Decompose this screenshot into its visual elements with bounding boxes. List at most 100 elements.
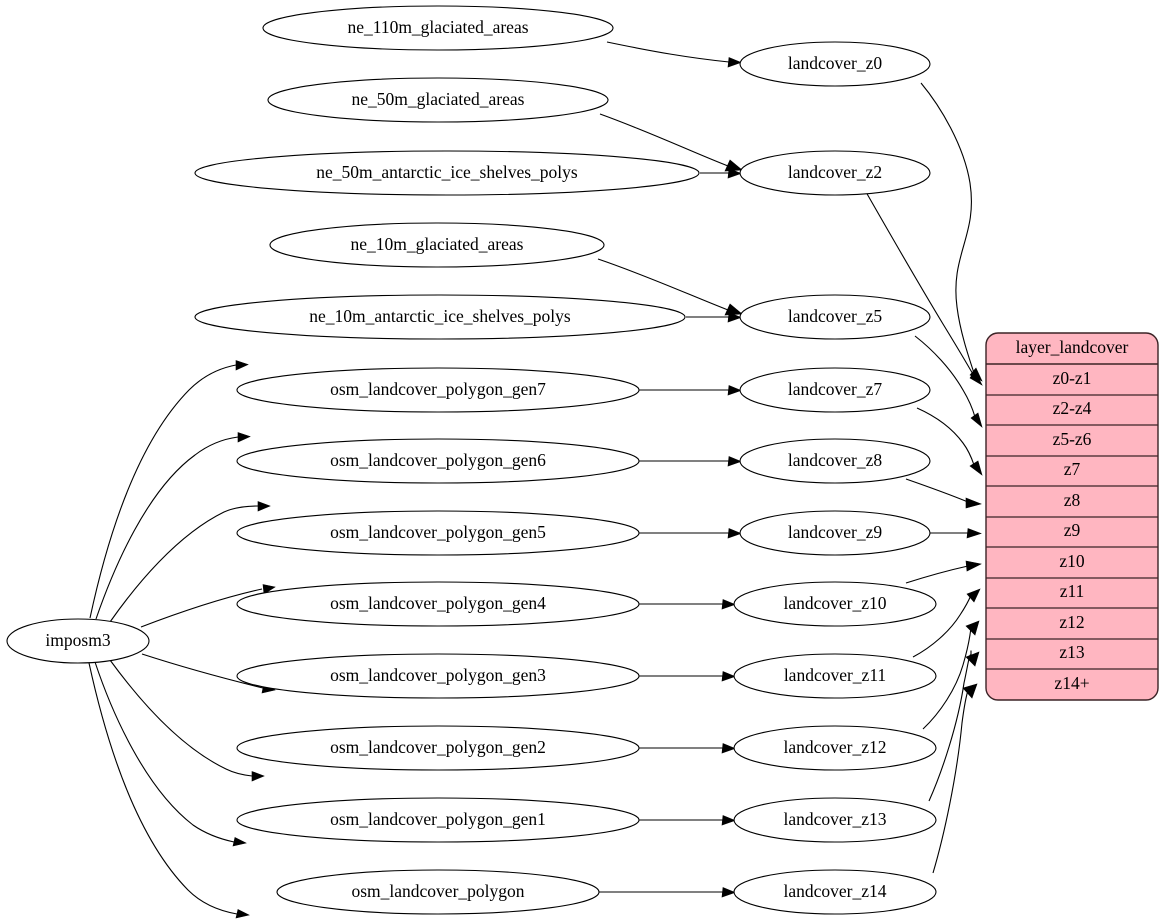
node-label-osm_landcover_polygon_gen5: osm_landcover_polygon_gen5: [330, 522, 546, 542]
node-landcover_z13[interactable]: landcover_z13: [733, 797, 937, 843]
table-row-z5-z6[interactable]: z5-z6: [986, 429, 1158, 457]
node-label-osm_landcover_polygon_gen2: osm_landcover_polygon_gen2: [330, 737, 546, 757]
edge-z0-to-row-z0z1: [920, 82, 983, 382]
edge-imposm3-to-gen2: [109, 659, 265, 782]
layer-landcover-table[interactable]: layer_landcover z0-z1 z2-z4 z5-z6 z7: [985, 332, 1159, 701]
edge-gen2-to-z12: [638, 743, 736, 754]
node-osm_landcover_polygon_gen7[interactable]: osm_landcover_polygon_gen7: [236, 367, 640, 413]
edge-z14-to-row-z14plus: [932, 683, 978, 874]
node-label-landcover_z10: landcover_z10: [783, 593, 886, 613]
node-label-ne_10m_antarctic_ice_shelves_polys: ne_10m_antarctic_ice_shelves_polys: [309, 306, 571, 326]
table-row-label-6: z10: [1059, 551, 1085, 571]
edge-ne10mglac-to-z5: [597, 258, 743, 316]
edge-polygon-to-z14: [598, 887, 736, 898]
node-label-landcover_z12: landcover_z12: [783, 737, 886, 757]
node-ne_50m_glaciated_areas[interactable]: ne_50m_glaciated_areas: [267, 77, 609, 123]
table-row-label-1: z2-z4: [1053, 398, 1092, 418]
table-row-label-8: z12: [1059, 612, 1084, 632]
node-landcover_z0[interactable]: landcover_z0: [739, 41, 931, 87]
node-label-osm_landcover_polygon: osm_landcover_polygon: [351, 881, 524, 901]
edge-z5-to-row-z5z6: [914, 335, 983, 428]
table-row-label-5: z9: [1064, 520, 1081, 540]
node-landcover_z10[interactable]: landcover_z10: [733, 581, 937, 627]
node-label-landcover_z14: landcover_z14: [783, 881, 886, 901]
node-osm_landcover_polygon_gen4[interactable]: osm_landcover_polygon_gen4: [236, 581, 640, 627]
node-osm_landcover_polygon_gen6[interactable]: osm_landcover_polygon_gen6: [236, 438, 640, 484]
node-label-imposm3: imposm3: [45, 630, 110, 650]
edge-layer: [88, 41, 983, 919]
edge-gen6-to-z8: [638, 456, 742, 467]
edge-z13-to-row-z13: [928, 650, 980, 802]
node-label-ne_50m_antarctic_ice_shelves_polys: ne_50m_antarctic_ice_shelves_polys: [316, 162, 578, 182]
node-label-ne_50m_glaciated_areas: ne_50m_glaciated_areas: [352, 89, 525, 109]
node-label-osm_landcover_polygon_gen7: osm_landcover_polygon_gen7: [330, 379, 546, 399]
node-osm_landcover_polygon_gen1[interactable]: osm_landcover_polygon_gen1: [236, 797, 640, 843]
node-label-ne_10m_glaciated_areas: ne_10m_glaciated_areas: [351, 234, 524, 254]
edge-z2-to-row-z2z4: [865, 191, 983, 386]
edge-gen3-to-z11: [638, 671, 736, 682]
edge-gen4-to-z10: [638, 599, 736, 610]
edge-imposm3-to-gen1: [94, 661, 247, 847]
table-row-label-4: z8: [1064, 490, 1081, 510]
edge-z10-to-row-z10: [905, 560, 982, 584]
node-ne_110m_glaciated_areas[interactable]: ne_110m_glaciated_areas: [262, 5, 614, 51]
node-label-landcover_z9: landcover_z9: [788, 522, 883, 542]
table-row-label-2: z5-z6: [1053, 429, 1092, 449]
table-row-label-3: z7: [1064, 459, 1081, 479]
edge-z7-to-row-z7: [916, 407, 983, 476]
node-osm_landcover_polygon_gen5[interactable]: osm_landcover_polygon_gen5: [236, 510, 640, 556]
node-osm_landcover_polygon[interactable]: osm_landcover_polygon: [276, 869, 600, 915]
node-landcover_z11[interactable]: landcover_z11: [733, 653, 937, 699]
node-landcover_z9[interactable]: landcover_z9: [739, 510, 931, 556]
node-osm_landcover_polygon_gen2[interactable]: osm_landcover_polygon_gen2: [236, 725, 640, 771]
node-label-landcover_z7: landcover_z7: [788, 379, 883, 399]
table-row-label-7: z11: [1060, 581, 1085, 601]
edge-imposm3-to-gen4: [140, 584, 276, 628]
edge-z12-to-row-z12: [922, 620, 980, 730]
table-row-z2-z4[interactable]: z2-z4: [986, 398, 1158, 426]
table-row-z13[interactable]: z13: [986, 642, 1158, 670]
node-label-osm_landcover_polygon_gen6: osm_landcover_polygon_gen6: [330, 450, 546, 470]
node-label-osm_landcover_polygon_gen3: osm_landcover_polygon_gen3: [330, 665, 546, 685]
table-header-label: layer_landcover: [1016, 337, 1129, 357]
table-row-z10[interactable]: z10: [986, 551, 1158, 579]
table-row-z0-z1[interactable]: z0-z1: [986, 368, 1158, 396]
node-imposm3[interactable]: imposm3: [6, 618, 150, 664]
node-ne_10m_antarctic_ice_shelves_polys[interactable]: ne_10m_antarctic_ice_shelves_polys: [194, 294, 686, 340]
node-landcover_z5[interactable]: landcover_z5: [739, 294, 931, 340]
node-label-landcover_z5: landcover_z5: [788, 306, 883, 326]
node-landcover_z7[interactable]: landcover_z7: [739, 367, 931, 413]
node-label-landcover_z13: landcover_z13: [783, 809, 886, 829]
edge-z11-to-row-z11: [912, 588, 981, 658]
table-row-z9[interactable]: z9: [986, 520, 1158, 548]
node-label-landcover_z8: landcover_z8: [788, 450, 883, 470]
edge-imposm3-to-polygon: [88, 662, 250, 919]
edge-z8-to-row-z8: [905, 478, 982, 509]
table-row-z11[interactable]: z11: [986, 581, 1158, 609]
edge-imposm3-to-gen7: [89, 360, 249, 619]
table-row-z12[interactable]: z12: [986, 612, 1158, 640]
node-label-ne_110m_glaciated_areas: ne_110m_glaciated_areas: [347, 17, 528, 37]
node-landcover_z2[interactable]: landcover_z2: [739, 150, 931, 196]
node-osm_landcover_polygon_gen3[interactable]: osm_landcover_polygon_gen3: [236, 653, 640, 699]
node-label-landcover_z11: landcover_z11: [784, 665, 886, 685]
node-label-osm_landcover_polygon_gen1: osm_landcover_polygon_gen1: [330, 809, 546, 829]
node-landcover_z12[interactable]: landcover_z12: [733, 725, 937, 771]
table-row-z8[interactable]: z8: [986, 490, 1158, 518]
table-header-row[interactable]: layer_landcover: [986, 337, 1158, 365]
node-ne_10m_glaciated_areas[interactable]: ne_10m_glaciated_areas: [269, 222, 605, 268]
edge-ne10mant-to-z5: [686, 312, 742, 323]
node-landcover_z8[interactable]: landcover_z8: [739, 438, 931, 484]
node-label-landcover_z2: landcover_z2: [788, 162, 882, 182]
edge-gen7-to-z7: [638, 385, 742, 396]
table-row-label-0: z0-z1: [1053, 368, 1092, 388]
node-landcover_z14[interactable]: landcover_z14: [733, 869, 937, 915]
edge-gen5-to-z9: [638, 528, 742, 539]
edge-z9-to-row-z9: [930, 528, 982, 539]
edge-ne50mant-to-z2: [700, 168, 742, 179]
table-row-z14-plus[interactable]: z14+: [1054, 673, 1089, 693]
table-row-z7[interactable]: z7: [986, 459, 1158, 487]
table-row-label-10: z14+: [1054, 673, 1089, 693]
node-ne_50m_antarctic_ice_shelves_polys[interactable]: ne_50m_antarctic_ice_shelves_polys: [194, 150, 700, 196]
